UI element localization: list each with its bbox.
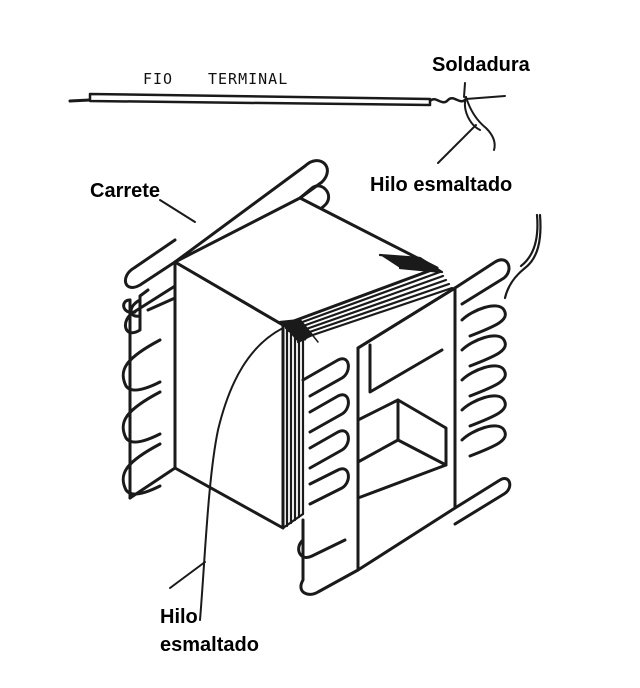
bobbin-back-flange xyxy=(173,159,331,264)
label-hilo-esmaltado-bottom-line2: esmaltado xyxy=(160,634,259,656)
terminal-wire xyxy=(68,92,506,107)
label-terminal: TERMINAL xyxy=(208,70,289,88)
bobbin-left-flange xyxy=(121,238,177,500)
coil-winding xyxy=(278,253,454,530)
leader-lines xyxy=(159,82,477,589)
enamel-wire-bottom-left xyxy=(199,327,284,621)
transformer-core xyxy=(173,196,457,572)
label-soldadura: Soldadura xyxy=(432,54,530,76)
label-hilo-esmaltado-top: Hilo esmaltado xyxy=(370,174,513,196)
label-carrete: Carrete xyxy=(90,180,161,202)
enamel-wire-top-right xyxy=(503,213,542,300)
label-fio: FIO xyxy=(143,70,174,88)
label-hilo-esmaltado-bottom-line1: Hilo xyxy=(160,606,198,628)
solder-joint xyxy=(464,96,496,151)
bobbin-front-flange xyxy=(297,258,512,596)
